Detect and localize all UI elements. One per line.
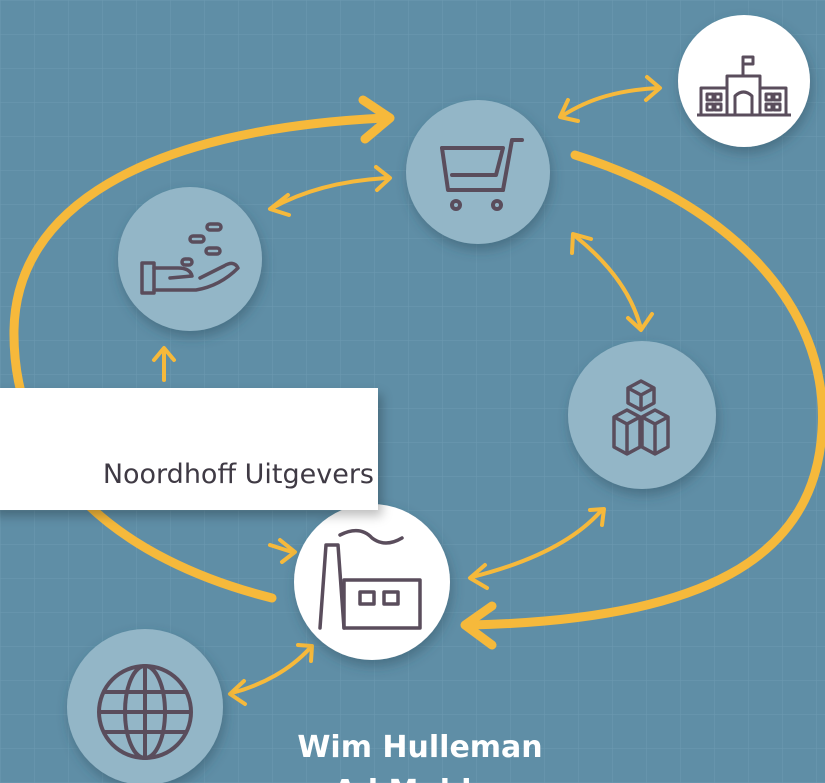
hand-with-coins-icon [140, 222, 240, 295]
author-name-2: Ad Mulder [180, 772, 660, 783]
node-factory [294, 504, 450, 660]
author-name-1: Wim Hulleman [297, 730, 543, 765]
factory-icon [318, 528, 422, 630]
two-way-arrows [152, 75, 662, 706]
node-money [118, 187, 262, 331]
stacked-boxes-icon [612, 379, 670, 456]
globe-icon [97, 664, 193, 760]
publisher-name: Noordhoff Uitgevers [102, 459, 374, 490]
government-building-icon [697, 55, 791, 117]
shopping-cart-icon [440, 138, 524, 211]
publisher-label-box [0, 388, 378, 510]
node-goods [568, 341, 716, 489]
node-government [678, 15, 810, 147]
node-shop [406, 100, 550, 244]
node-world [67, 629, 223, 783]
outer-flow-right [460, 150, 825, 650]
outer-flow-left [9, 95, 395, 603]
